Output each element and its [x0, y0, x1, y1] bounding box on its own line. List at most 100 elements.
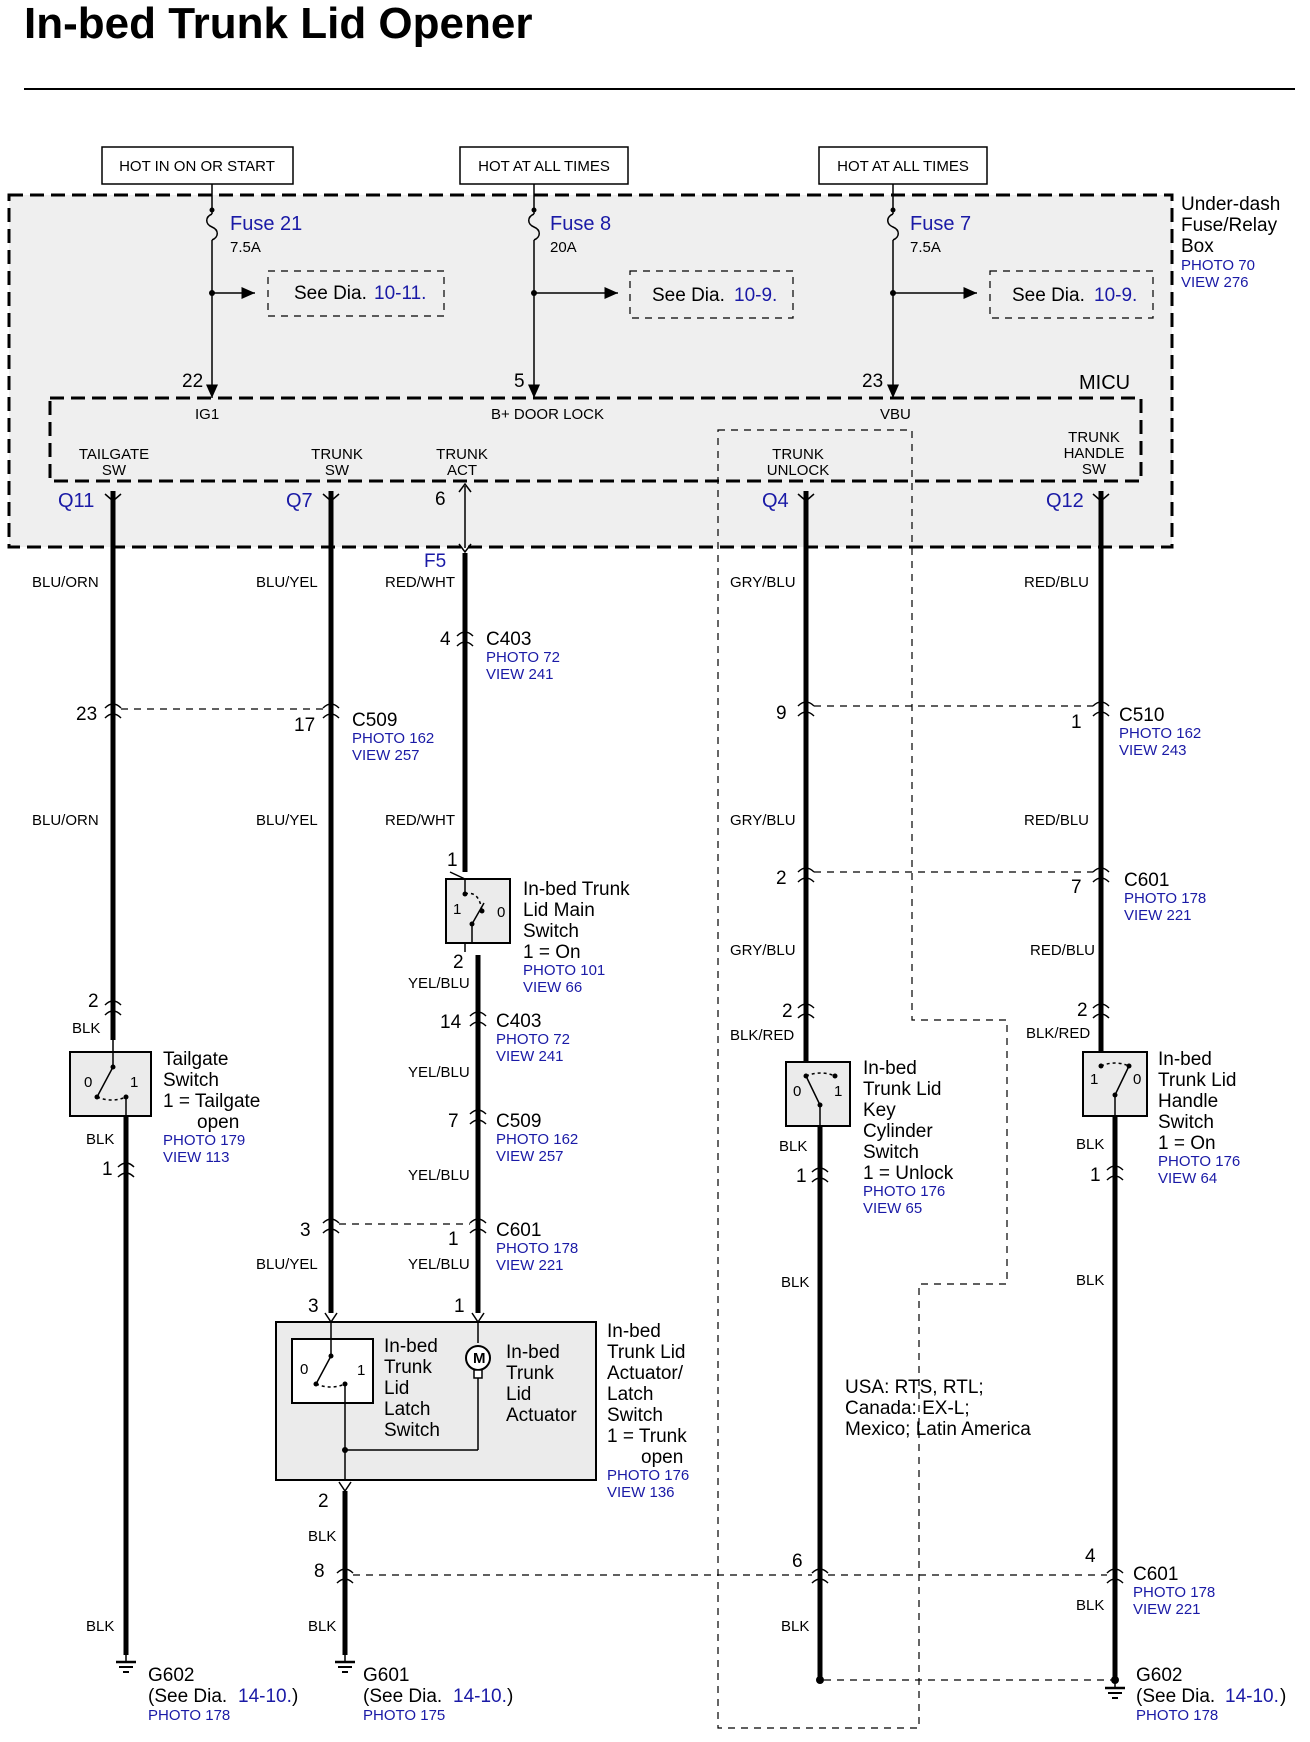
- svg-text:Trunk: Trunk: [384, 1357, 432, 1378]
- svg-text:VIEW 257: VIEW 257: [352, 747, 420, 764]
- svg-text:open: open: [641, 1447, 683, 1468]
- svg-text:(See Dia.: (See Dia.: [1136, 1686, 1215, 1707]
- svg-text:SW: SW: [102, 462, 127, 479]
- fuse-21: Fuse 21 7.5A See Dia. 10-11. 22 IG1: [182, 184, 445, 423]
- svg-text:6: 6: [435, 489, 446, 510]
- svg-text:PHOTO 178: PHOTO 178: [148, 1707, 230, 1724]
- wire-trunk-act-lower: YEL/BLU YEL/BLU YEL/BLU YEL/BLU: [408, 955, 481, 1313]
- svg-text:Canada: EX-L;: Canada: EX-L;: [845, 1398, 970, 1419]
- svg-text:1: 1: [130, 1074, 138, 1091]
- svg-text:2: 2: [88, 991, 99, 1012]
- svg-text:ACT: ACT: [447, 462, 477, 479]
- terminal-trunk-sw: TRUNK SW Q7: [286, 446, 363, 512]
- svg-text:RED/BLU: RED/BLU: [1030, 942, 1095, 959]
- svg-text:): ): [292, 1686, 298, 1707]
- svg-text:Switch: Switch: [607, 1405, 663, 1426]
- svg-text:10-11.: 10-11.: [374, 283, 426, 304]
- svg-text:Key: Key: [863, 1100, 896, 1121]
- svg-text:0: 0: [793, 1083, 801, 1100]
- svg-text:In-bed: In-bed: [506, 1342, 560, 1363]
- svg-text:1: 1: [357, 1362, 365, 1379]
- svg-text:BLU/YEL: BLU/YEL: [256, 574, 318, 591]
- svg-text:PHOTO 72: PHOTO 72: [486, 649, 560, 666]
- svg-text:2: 2: [776, 868, 787, 889]
- svg-text:In-bed Trunk: In-bed Trunk: [523, 879, 630, 900]
- svg-text:In-bed: In-bed: [1158, 1049, 1212, 1070]
- svg-text:(See Dia.: (See Dia.: [148, 1686, 227, 1707]
- svg-text:PHOTO 70: PHOTO 70: [1181, 257, 1255, 274]
- svg-text:Fuse 7: Fuse 7: [910, 213, 971, 235]
- terminal-trunk-act: TRUNK ACT 6 F5: [424, 446, 488, 572]
- svg-text:): ): [507, 1686, 513, 1707]
- svg-text:PHOTO 176: PHOTO 176: [863, 1183, 945, 1200]
- svg-text:3: 3: [300, 1220, 311, 1241]
- option-note: USA: RTS, RTL; Canada: EX-L; Mexico; Lat…: [845, 1377, 1031, 1440]
- wire-trunk-unlock: GRY/BLU GRY/BLU GRY/BLU BLK/RED BLK BLK …: [730, 491, 823, 1680]
- svg-text:BLK: BLK: [86, 1618, 114, 1635]
- svg-text:3: 3: [308, 1296, 319, 1317]
- actuator-latch-assembly: 3 1 0 1 M In-bed Trunk Lid Latch Switch …: [275, 1296, 689, 1512]
- svg-text:1 = Unlock: 1 = Unlock: [863, 1163, 954, 1184]
- svg-text:Switch: Switch: [523, 921, 579, 942]
- svg-text:2: 2: [453, 952, 464, 973]
- svg-text:Box: Box: [1181, 236, 1214, 257]
- svg-text:RED/BLU: RED/BLU: [1024, 574, 1089, 591]
- terminal-tailgate-sw: TAILGATE SW Q11: [58, 446, 149, 512]
- svg-text:Switch: Switch: [163, 1070, 219, 1091]
- svg-text:PHOTO 72: PHOTO 72: [496, 1031, 570, 1048]
- svg-text:1: 1: [1090, 1071, 1098, 1088]
- svg-text:BLU/ORN: BLU/ORN: [32, 574, 99, 591]
- svg-text:Switch: Switch: [1158, 1112, 1214, 1133]
- svg-text:Q7: Q7: [286, 490, 313, 512]
- svg-text:YEL/BLU: YEL/BLU: [408, 1064, 470, 1081]
- connector-c601-upper: 2 7 C601 PHOTO 178 VIEW 221: [776, 867, 1206, 924]
- svg-text:Fuse 21: Fuse 21: [230, 213, 302, 235]
- wire-tailgate: BLU/ORN BLU/ORN BLK BLK BLK: [32, 491, 129, 1655]
- svg-text:VIEW 276: VIEW 276: [1181, 274, 1249, 291]
- svg-text:PHOTO 178: PHOTO 178: [1124, 890, 1206, 907]
- svg-text:Cylinder: Cylinder: [863, 1121, 933, 1142]
- svg-text:0: 0: [300, 1361, 308, 1378]
- svg-text:See Dia.: See Dia.: [1012, 285, 1085, 306]
- svg-text:TRUNK: TRUNK: [772, 446, 824, 463]
- svg-text:B+ DOOR LOCK: B+ DOOR LOCK: [491, 406, 604, 423]
- svg-text:Under-dash: Under-dash: [1181, 194, 1280, 215]
- svg-text:14-10.: 14-10.: [453, 1686, 507, 1707]
- svg-text:PHOTO 178: PHOTO 178: [1136, 1707, 1218, 1724]
- svg-text:GRY/BLU: GRY/BLU: [730, 574, 796, 591]
- svg-text:0: 0: [84, 1074, 92, 1091]
- svg-text:(See Dia.: (See Dia.: [363, 1686, 442, 1707]
- svg-text:14: 14: [440, 1012, 462, 1033]
- svg-text:C510: C510: [1119, 705, 1164, 726]
- svg-text:open: open: [197, 1112, 239, 1133]
- svg-text:Trunk Lid: Trunk Lid: [607, 1342, 686, 1363]
- hot-label-1: HOT IN ON OR START: [101, 146, 294, 185]
- svg-text:TRUNK: TRUNK: [436, 446, 488, 463]
- svg-text:BLK: BLK: [72, 1020, 100, 1037]
- svg-text:HOT AT ALL TIMES: HOT AT ALL TIMES: [837, 158, 969, 175]
- svg-text:Handle: Handle: [1158, 1091, 1218, 1112]
- svg-text:1: 1: [448, 1229, 459, 1250]
- svg-text:Tailgate: Tailgate: [163, 1049, 229, 1070]
- svg-text:Fuse/Relay: Fuse/Relay: [1181, 215, 1278, 236]
- svg-text:In-bed: In-bed: [607, 1321, 661, 1342]
- svg-text:VIEW 221: VIEW 221: [496, 1257, 564, 1274]
- connector-c510: 9 1 C510 PHOTO 162 VIEW 243: [776, 701, 1201, 759]
- connector-c601-middle: 3 1 C601 PHOTO 178 VIEW 221: [300, 1218, 578, 1274]
- svg-text:7: 7: [1071, 877, 1082, 898]
- svg-text:G602: G602: [1136, 1665, 1182, 1686]
- latch-switch-icon: [291, 1338, 374, 1404]
- connector-c403-upper: 4 C403 PHOTO 72 VIEW 241: [440, 629, 560, 683]
- svg-text:Latch: Latch: [384, 1399, 430, 1420]
- svg-text:C509: C509: [352, 710, 397, 731]
- svg-text:See Dia.: See Dia.: [294, 283, 367, 304]
- ground-g601: G601 (See Dia. 14-10. ) PHOTO 175: [335, 1655, 513, 1724]
- svg-text:RED/BLU: RED/BLU: [1024, 812, 1089, 829]
- wire-trunk-act: RED/WHT RED/WHT: [385, 482, 472, 872]
- svg-text:BLK: BLK: [779, 1138, 807, 1155]
- svg-text:C509: C509: [496, 1111, 541, 1132]
- svg-text:In-bed: In-bed: [863, 1058, 917, 1079]
- svg-text:): ): [1280, 1686, 1286, 1707]
- svg-text:PHOTO 175: PHOTO 175: [363, 1707, 445, 1724]
- svg-text:C601: C601: [1124, 870, 1169, 891]
